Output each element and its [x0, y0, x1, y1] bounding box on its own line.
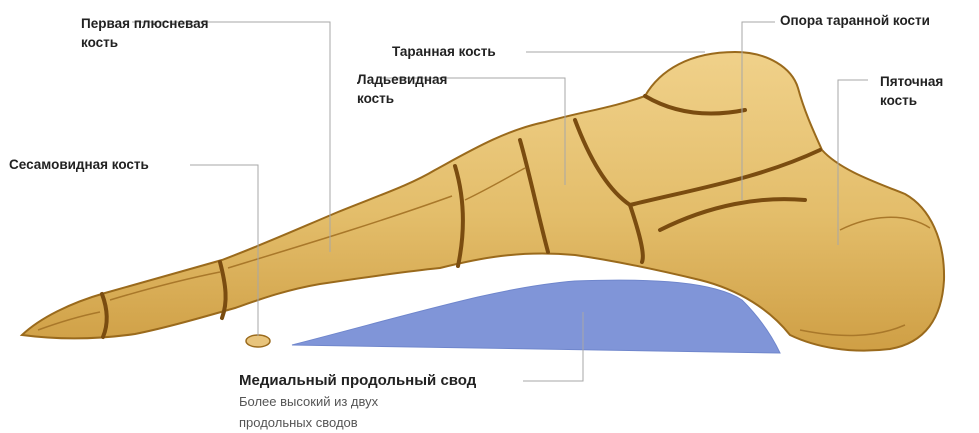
label-calcaneus-line2: кость [880, 91, 943, 110]
sesamoid-bone [246, 335, 270, 347]
label-navicular-line1: Ладьевидная [357, 70, 447, 89]
label-talus: Таранная кость [392, 42, 496, 61]
medial-arch-shape [292, 280, 780, 353]
label-arch-description-line2: продольных сводов [239, 412, 378, 433]
label-sustentaculum: Опора таранной кости [780, 11, 930, 30]
label-first-metatarsal-line1: Первая плюсневая [81, 14, 208, 33]
label-sesamoid: Сесамовидная кость [9, 155, 149, 174]
label-arch-description: Более высокий из двух продольных сводов [239, 391, 378, 433]
label-arch-title: Медиальный продольный свод [239, 371, 476, 391]
label-navicular-line2: кость [357, 89, 447, 108]
label-first-metatarsal-line2: кость [81, 33, 208, 52]
label-calcaneus-line1: Пяточная [880, 72, 943, 91]
label-navicular: Ладьевидная кость [357, 70, 447, 108]
leader-first-metatarsal [132, 22, 330, 252]
label-arch-description-line1: Более высокий из двух [239, 391, 378, 412]
label-calcaneus: Пяточная кость [880, 72, 943, 110]
label-first-metatarsal: Первая плюсневая кость [81, 14, 208, 52]
